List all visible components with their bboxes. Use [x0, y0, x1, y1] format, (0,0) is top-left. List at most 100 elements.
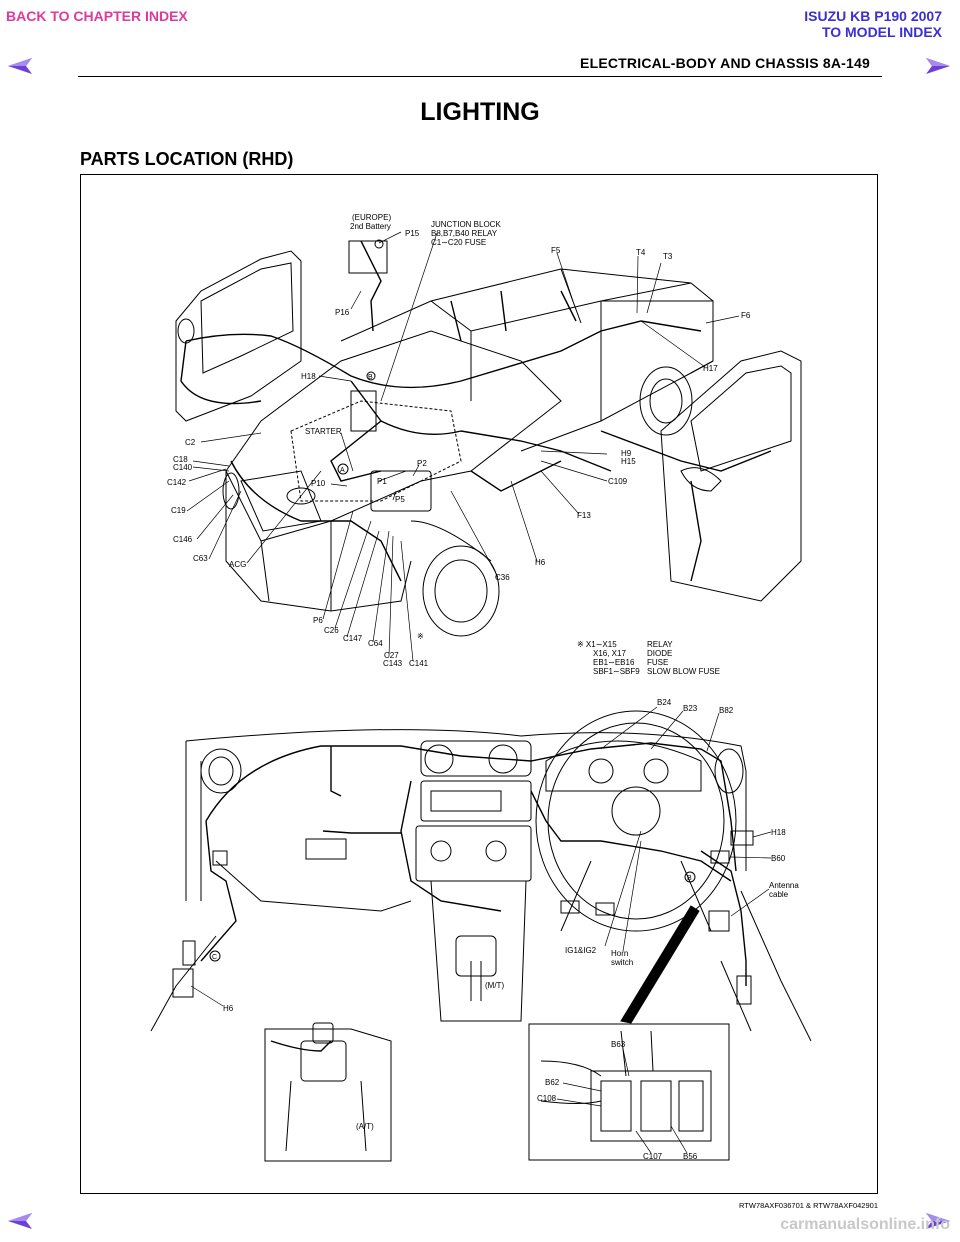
label-b63: B63 [611, 1040, 626, 1049]
detail-inset [528, 1023, 730, 1161]
label-mt: (M/T) [485, 981, 504, 990]
label-junction-block: JUNCTION BLOCK [431, 220, 501, 229]
label-c19: C19 [171, 506, 186, 515]
connectors-bottom [172, 830, 754, 1005]
legend-desc-3: FUSE [647, 658, 668, 667]
label-horn-switch: switch [611, 958, 633, 967]
legend-code-1: ※ X1∼X15 [577, 640, 617, 649]
label-acg: ACG [229, 560, 246, 569]
label-h6: H6 [535, 558, 546, 567]
connector-marker-b-bottom [684, 871, 696, 883]
parts-location-figure: (EUROPE) 2nd Battery P15 JUNCTION BLOCK … [80, 174, 878, 1194]
section-title: PARTS LOCATION (RHD) [80, 149, 294, 169]
leader-lines-bottom [190, 706, 772, 1007]
label-b82: B82 [719, 706, 734, 715]
inset-pointer [620, 905, 700, 1024]
legend-desc-1: RELAY [647, 640, 673, 649]
page-title: LIGHTING [420, 98, 540, 126]
dashboard-harness [200, 742, 747, 1052]
label-p2: P2 [417, 459, 427, 468]
label-antenna: Antenna [769, 881, 799, 890]
legend-desc-4: SLOW BLOW FUSE [647, 667, 720, 676]
label-c146: C146 [173, 535, 193, 544]
label-p5: P5 [395, 495, 405, 504]
to-model-index-link[interactable]: ISUZU KB P190 2007 TO MODEL INDEX [804, 8, 942, 40]
label-p16: P16 [335, 308, 350, 317]
label-p15: P15 [405, 229, 420, 238]
label-c140: C140 [173, 463, 193, 472]
previous-page-arrow-icon[interactable] [6, 56, 34, 76]
label-t3: T3 [663, 252, 673, 261]
legend-desc-2: DIODE [647, 649, 672, 658]
model-name: ISUZU KB P190 2007 [804, 8, 942, 24]
label-h18-dash: H18 [771, 828, 786, 837]
callouts-bottom: B24 B23 B82 H18 B60 Antenna cable IG1&IG… [212, 698, 799, 1161]
label-c142: C142 [167, 478, 187, 487]
legend-code-4: SBF1∼SBF9 [593, 667, 640, 676]
label-p6: P6 [313, 616, 323, 625]
previous-page-arrow-icon-bottom[interactable] [6, 1211, 34, 1231]
connector-marker-c [209, 950, 221, 962]
label-c26: C26 [324, 626, 339, 635]
label-relay-list: B8,B7,B40 RELAY [431, 229, 498, 238]
label-antenna-cable: cable [769, 890, 789, 899]
label-c63: C63 [193, 554, 208, 563]
connector-marker-b [366, 371, 376, 381]
label-europe: (EUROPE) [352, 213, 391, 222]
watermark: carmanualsonline.info [780, 1216, 950, 1233]
label-p10: P10 [311, 479, 326, 488]
label-h17: H17 [703, 364, 718, 373]
label-p1: P1 [377, 477, 387, 486]
label-h6-dash: H6 [223, 1004, 234, 1013]
label-c36: C36 [495, 573, 510, 582]
wiring-diagram: (EUROPE) 2nd Battery P15 JUNCTION BLOCK … [150, 213, 812, 1162]
label-ig1-ig2: IG1&IG2 [565, 946, 597, 955]
header-rule [78, 76, 882, 77]
next-page-arrow-icon[interactable] [924, 56, 952, 76]
detail-inset-drawing [540, 1030, 712, 1142]
label-second-battery: 2nd Battery [350, 222, 391, 231]
label-b24: B24 [657, 698, 672, 707]
dashboard-illustration [150, 710, 812, 1042]
label-c141: C141 [409, 659, 429, 668]
callouts-top: (EUROPE) 2nd Battery P15 JUNCTION BLOCK … [167, 213, 751, 668]
page-header: ELECTRICAL-BODY AND CHASSIS 8A-149 [580, 55, 870, 71]
label-f5: F5 [551, 246, 561, 255]
label-horn: Horn [611, 949, 628, 958]
label-f13: F13 [577, 511, 591, 520]
label-h18: H18 [301, 372, 316, 381]
marker-c-text: C [212, 954, 217, 961]
vehicle-illustration [175, 250, 802, 637]
legend-code-2: X16, X17 [593, 649, 626, 658]
label-b56: B56 [683, 1152, 698, 1161]
next-page-arrow-icon-bottom[interactable] [924, 1211, 952, 1231]
wiring-harness [180, 240, 772, 582]
figure-caption: RTW78AXF036701 & RTW78AXF042901 [739, 1201, 878, 1210]
marker-b-bottom-text: B [687, 875, 692, 882]
label-b60: B60 [771, 854, 786, 863]
label-b23: B23 [683, 704, 698, 713]
legend-code-3: EB1∼EB16 [593, 658, 635, 667]
label-c107: C107 [643, 1152, 663, 1161]
label-c27: C27 [384, 651, 399, 660]
marker-a-text: A [340, 467, 345, 474]
label-c2: C2 [185, 438, 196, 447]
label-c147: C147 [343, 634, 363, 643]
label-fuse-range: C1∼C20 FUSE [431, 238, 486, 247]
marker-b-text: B [368, 374, 373, 381]
label-h9: H9 [621, 449, 632, 458]
inset-leaders [556, 1048, 688, 1154]
label-b62: B62 [545, 1078, 560, 1087]
label-c64: C64 [368, 639, 383, 648]
model-index-label: TO MODEL INDEX [821, 24, 942, 40]
leader-lines-top [186, 231, 740, 662]
label-kome-mark: ※ [417, 632, 424, 641]
label-c143: C143 [383, 659, 403, 668]
connector-marker-a [337, 463, 349, 475]
legend: ※ X1∼X15 RELAY X16, X17 DIODE EB1∼EB16 F… [577, 640, 720, 676]
second-battery [348, 240, 388, 274]
label-h15: H15 [621, 457, 636, 466]
back-to-chapter-index-link[interactable]: BACK TO CHAPTER INDEX [6, 8, 188, 24]
at-inset [264, 1022, 392, 1162]
label-starter: STARTER [305, 427, 342, 436]
